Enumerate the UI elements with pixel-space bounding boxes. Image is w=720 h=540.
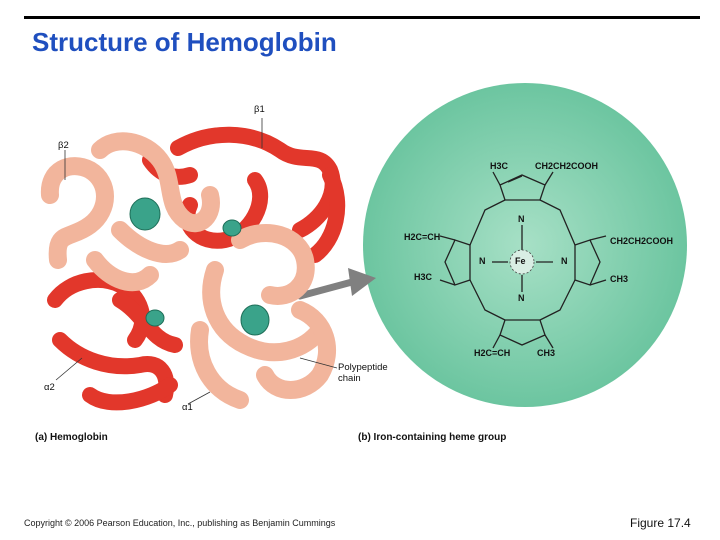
alpha-chains: [40, 132, 337, 409]
heme-circle: [363, 83, 687, 407]
label-beta2: β2: [58, 140, 69, 151]
label-beta1: β1: [254, 104, 265, 115]
caption-hemoglobin: (a) Hemoglobin: [35, 432, 108, 443]
porphyrin-ring: [439, 171, 607, 349]
page-title: Structure of Hemoglobin: [32, 27, 337, 57]
atom-fe: Fe: [515, 256, 526, 266]
group-right-upper: CH2CH2COOH: [610, 236, 674, 246]
fe-atom-circle: [509, 249, 535, 275]
pointer-arrowhead: [348, 268, 376, 296]
heme-discs: [129, 197, 270, 336]
atom-n-right: N: [561, 256, 568, 266]
group-left-lower: H3C: [414, 272, 433, 282]
group-left-upper: H2C=CH: [404, 232, 441, 242]
group-top-right: CH2CH2COOH: [535, 161, 599, 171]
atom-n-left: N: [479, 256, 486, 266]
atom-n-bottom: N: [518, 293, 525, 303]
title-rule: [24, 16, 700, 19]
caption-heme-group: (b) Iron-containing heme group: [358, 432, 507, 443]
copyright-text: Copyright © 2006 Pearson Education, Inc.…: [24, 518, 336, 528]
group-bottom-left: H2C=CH: [474, 348, 511, 358]
pointer-arrow: [296, 278, 356, 300]
label-alpha1: α1: [182, 402, 193, 413]
label-alpha2: α2: [44, 382, 55, 393]
label-polypeptide-chain: Polypeptide chain: [338, 362, 388, 384]
label-leaders: [55, 118, 338, 405]
atom-n-top: N: [518, 214, 525, 224]
figure-number: Figure 17.4: [630, 516, 691, 530]
group-top-left: H3C: [490, 161, 509, 171]
group-bottom-right: CH3: [537, 348, 556, 358]
group-right-lower: CH3: [610, 274, 629, 284]
